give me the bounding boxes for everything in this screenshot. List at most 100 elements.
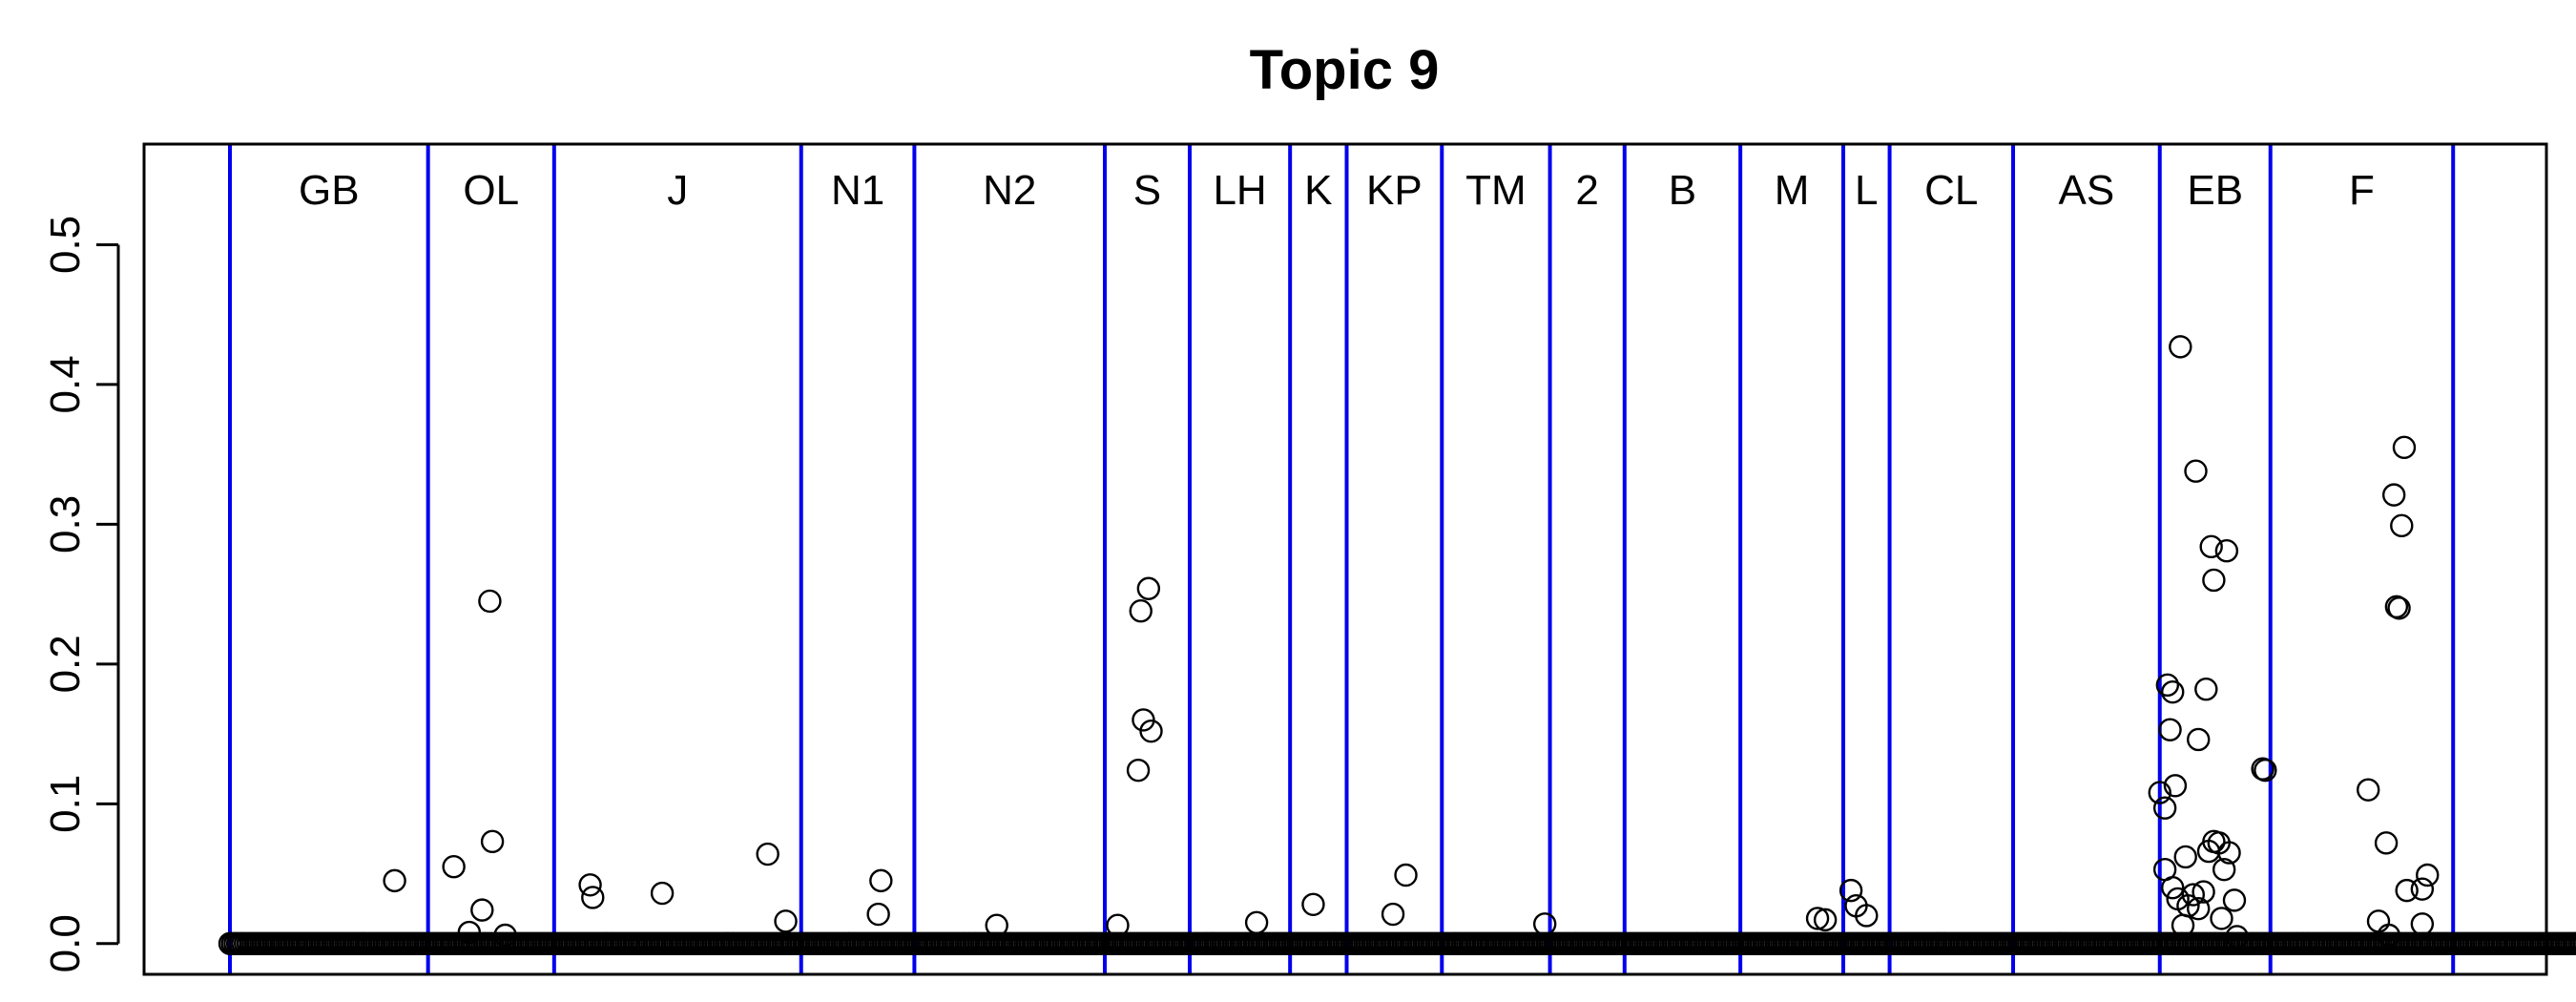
data-point — [2161, 679, 2185, 704]
y-tick-label: 0.2 — [42, 635, 89, 693]
data-point — [2374, 831, 2399, 855]
data-point — [2387, 596, 2411, 620]
data-point — [383, 868, 406, 893]
group-label: EB — [2187, 167, 2243, 214]
data-point — [2173, 845, 2197, 869]
data-point — [2181, 883, 2206, 907]
group-label: KP — [1366, 167, 1423, 214]
data-point — [2357, 778, 2380, 802]
data-point — [985, 913, 1008, 937]
data-point — [1532, 912, 1557, 936]
data-point — [2210, 907, 2233, 930]
data-point — [493, 923, 517, 948]
data-point — [2169, 335, 2192, 359]
group-label: S — [1133, 167, 1161, 214]
group-label: OL — [463, 167, 519, 214]
data-point — [1839, 878, 1863, 903]
data-point — [2161, 875, 2185, 900]
data-point — [2410, 912, 2435, 936]
data-point — [2152, 796, 2177, 820]
data-point — [2214, 539, 2239, 563]
data-point — [2199, 534, 2223, 559]
data-point — [2254, 758, 2277, 783]
data-point — [2202, 568, 2226, 593]
data-point — [1381, 902, 1405, 927]
data-point — [2381, 483, 2406, 507]
data-point — [2567, 932, 2576, 955]
data-point — [756, 842, 779, 866]
data-point — [578, 873, 602, 897]
data-point — [2212, 857, 2236, 882]
data-point — [1301, 892, 1325, 916]
group-label: B — [1669, 167, 1696, 214]
y-tick-label: 0.4 — [42, 355, 89, 413]
data-point — [2192, 880, 2215, 904]
data-point — [2217, 841, 2241, 865]
data-point — [457, 920, 482, 945]
data-point — [2366, 909, 2391, 933]
data-point — [442, 855, 466, 879]
y-tick-label: 0.0 — [42, 914, 89, 972]
group-label: 2 — [1575, 167, 1598, 214]
group-label: K — [1304, 167, 1332, 214]
chart-title: Topic 9 — [1250, 39, 1440, 101]
data-point — [1394, 863, 1418, 887]
data-point — [2222, 888, 2247, 912]
data-point — [2163, 774, 2188, 798]
group-label: GB — [299, 167, 360, 214]
data-point — [650, 881, 675, 906]
data-point — [1129, 598, 1153, 623]
group-label: N2 — [983, 167, 1036, 214]
group-label: M — [1775, 167, 1810, 214]
group-label: LH — [1213, 167, 1266, 214]
data-point — [1244, 910, 1269, 935]
data-point — [1136, 576, 1161, 600]
data-point — [2572, 935, 2576, 952]
data-point — [2158, 718, 2182, 741]
group-label: TM — [1465, 167, 1527, 214]
data-point — [470, 898, 494, 922]
data-point — [1805, 907, 1830, 930]
group-label: L — [1855, 167, 1878, 214]
plot-frame — [142, 142, 2548, 976]
data-point — [480, 829, 505, 854]
y-tick-label: 0.5 — [42, 216, 89, 274]
group-label: AS — [2059, 167, 2115, 214]
data-point — [2176, 894, 2200, 918]
data-point — [1106, 913, 1130, 937]
data-point — [2377, 923, 2400, 948]
data-point — [478, 589, 502, 614]
data-point — [2148, 781, 2171, 804]
data-point — [869, 868, 893, 893]
data-point — [1813, 908, 1838, 932]
group-label: J — [667, 167, 688, 214]
group-dividers — [228, 144, 2456, 974]
y-axis: 0.0 0.1 0.2 0.3 0.4 0.5 — [42, 216, 120, 972]
data-point — [1126, 758, 1151, 783]
group-label: N1 — [831, 167, 884, 214]
y-tick-label: 0.1 — [42, 775, 89, 833]
group-label: F — [2349, 167, 2375, 214]
data-point — [2184, 459, 2208, 483]
data-point — [2390, 513, 2414, 538]
data-point — [866, 902, 890, 927]
data-point — [2225, 925, 2249, 949]
data-point — [2202, 829, 2226, 854]
data-point — [2565, 931, 2576, 955]
data-point — [581, 886, 605, 909]
group-label: CL — [1924, 167, 1978, 214]
data-point — [2392, 435, 2417, 460]
data-point — [2416, 863, 2440, 887]
y-tick-label: 0.3 — [42, 495, 89, 553]
data-points — [218, 335, 2576, 955]
data-point — [1139, 719, 1163, 743]
data-point — [1855, 904, 1879, 928]
data-point — [2155, 673, 2180, 698]
data-point — [2395, 878, 2419, 903]
data-point — [2410, 877, 2435, 901]
data-point — [774, 909, 798, 933]
data-point — [2194, 678, 2218, 701]
data-point — [2187, 727, 2211, 752]
